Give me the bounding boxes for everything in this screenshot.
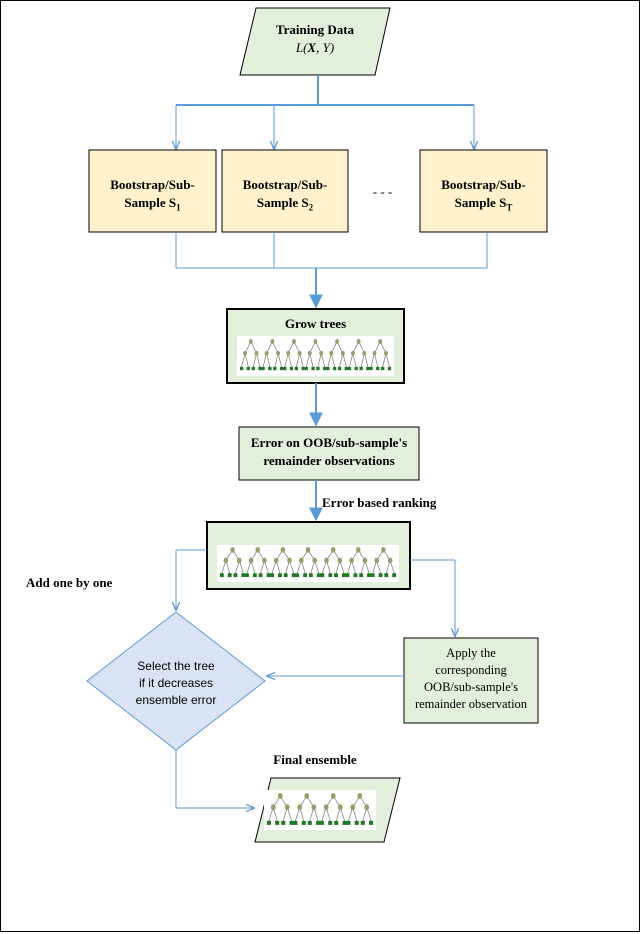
apply-line2: corresponding xyxy=(435,663,507,677)
grow-trees-forest xyxy=(239,339,392,371)
sample-label-1-line1: Bootstrap/Sub- xyxy=(110,177,195,192)
ranking-forest xyxy=(219,547,397,578)
tree-glyph xyxy=(283,339,305,371)
sample-box-t xyxy=(419,149,548,233)
formula-suffix: ) xyxy=(329,40,335,55)
decision-line1: Select the tree xyxy=(137,659,215,673)
tree-glyph xyxy=(261,339,284,371)
add-one-path xyxy=(176,549,207,610)
grow-trees-title: Grow trees xyxy=(284,316,347,331)
tree-glyph xyxy=(304,339,327,371)
training-data-shape xyxy=(239,7,391,76)
formula-prefix: L( xyxy=(295,40,308,55)
formula-y: Y xyxy=(322,40,330,55)
tree-glyph xyxy=(270,547,296,578)
tree-glyph xyxy=(345,547,371,578)
tree-glyph xyxy=(369,339,392,371)
sample-label-t: Bootstrap/Sub- Sample ST xyxy=(420,176,547,217)
tree-glyph xyxy=(319,793,347,825)
tree-glyph xyxy=(346,793,374,825)
decision-line2: if it decreases xyxy=(138,676,214,690)
sample-label-2-line1: Bootstrap/Sub- xyxy=(242,177,328,192)
tree-glyph xyxy=(293,793,321,825)
sample-box-1 xyxy=(88,149,217,233)
decision-text: Select the tree if it decreases ensemble… xyxy=(102,658,250,709)
sample-label-1: Bootstrap/Sub- Sample S1 xyxy=(89,176,216,217)
apply-line1: Apply the xyxy=(446,646,496,660)
final-forest xyxy=(266,793,374,825)
apply-box-text: Apply the corresponding OOB/sub-sample's… xyxy=(404,645,538,713)
sample-box-2 xyxy=(221,149,349,233)
error-box-line1: Error on OOB/sub-sample's xyxy=(250,435,408,450)
tree-glyph xyxy=(245,547,271,578)
sample-label-1-line2: Sample S1 xyxy=(124,195,181,213)
formula-sep: , xyxy=(316,40,323,55)
error-ranking-label: Error based ranking xyxy=(322,495,437,510)
error-box-line2: remainder observations xyxy=(263,453,395,468)
top-branch-arrows xyxy=(176,105,474,149)
tree-glyph xyxy=(370,547,397,578)
tree-glyph xyxy=(347,339,370,371)
decision-to-final-path xyxy=(175,750,254,808)
sample-label-t-line2: Sample ST xyxy=(454,195,513,213)
tree-glyph xyxy=(219,547,246,578)
training-data-formula: L(X, Y) xyxy=(255,40,375,56)
formula-x: X xyxy=(307,40,317,55)
gather-lines xyxy=(175,232,488,269)
error-box-text: Error on OOB/sub-sample's remainder obse… xyxy=(239,434,419,470)
tree-glyph xyxy=(320,547,346,578)
sample-label-2-line2: Sample S2 xyxy=(256,195,314,213)
tree-glyph xyxy=(266,793,294,825)
training-data-title: Training Data xyxy=(275,22,355,37)
tree-glyph xyxy=(326,339,348,371)
apply-box xyxy=(403,637,539,724)
decision-line3: ensemble error xyxy=(135,693,217,707)
ranking-to-apply-path xyxy=(410,559,455,636)
apply-line4: remainder observation xyxy=(414,697,528,711)
add-one-label: Add one by one xyxy=(26,575,113,590)
apply-line3: OOB/sub-sample's xyxy=(424,680,518,694)
final-ensemble-label: Final ensemble xyxy=(273,752,357,767)
sample-label-2: Bootstrap/Sub- Sample S2 xyxy=(222,176,348,217)
tree-glyph xyxy=(239,339,262,371)
sample-label-t-line1: Bootstrap/Sub- xyxy=(441,177,526,192)
ellipsis: - - - xyxy=(372,184,393,199)
top-distribution-lines xyxy=(176,75,474,106)
tree-glyph xyxy=(295,547,321,578)
error-box xyxy=(238,426,420,481)
